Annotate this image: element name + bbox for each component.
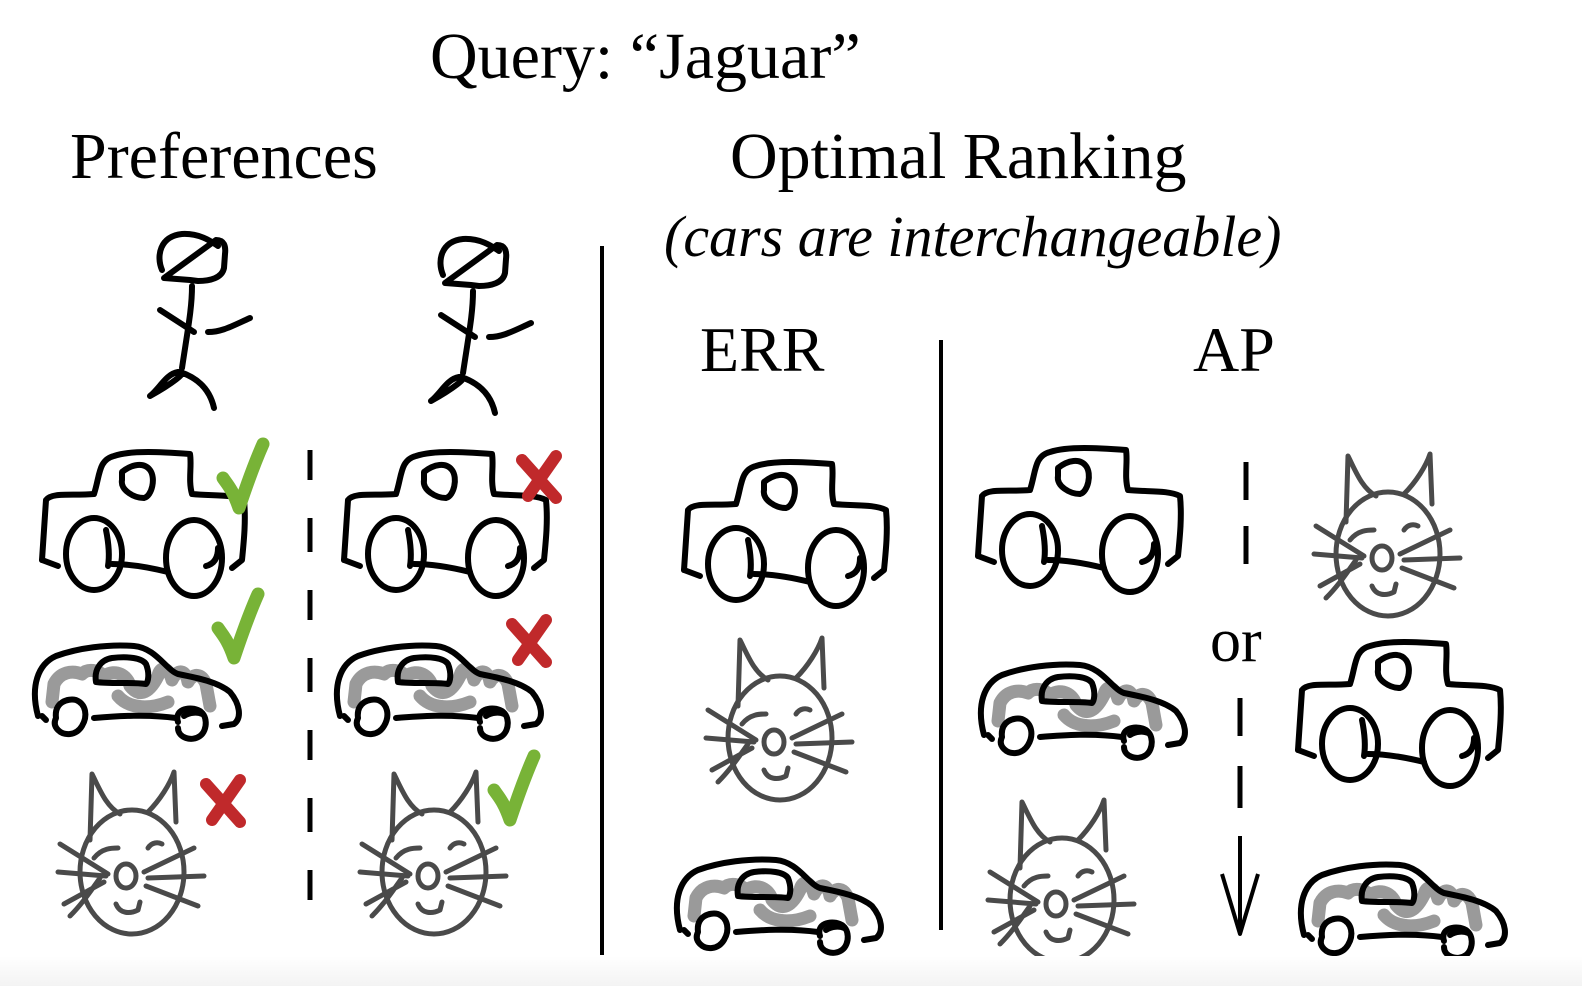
optimal-ranking-subtitle: (cars are interchangeable) xyxy=(664,204,1282,269)
user-2-jeep-cross-icon xyxy=(522,456,556,498)
user-1-jeep-check-icon xyxy=(223,444,263,508)
user-1-sedan-car-icon xyxy=(35,645,239,738)
or-label: or xyxy=(1210,607,1262,675)
ap-a-rank-1-jeep-car-icon xyxy=(978,448,1181,592)
err-rank-3-sedan-car-icon xyxy=(677,859,881,952)
user-1-cat-icon xyxy=(58,772,204,934)
ap-a-rank-3-cat-icon xyxy=(988,800,1134,962)
user-2-cat-icon xyxy=(360,772,506,934)
err-rank-2-cat-icon xyxy=(706,638,852,800)
ap-heading: AP xyxy=(1193,314,1275,385)
ap-b-rank-1-cat-icon xyxy=(1314,454,1460,616)
optimal-ranking-heading: Optimal Ranking xyxy=(730,120,1187,193)
user-2-sedan-cross-icon xyxy=(512,620,546,662)
user-1-cat-cross-icon xyxy=(206,780,240,822)
user-2-cat-check-icon xyxy=(494,756,534,820)
user-1-jeep-car-icon xyxy=(42,452,245,596)
query-title: Query: “Jaguar” xyxy=(430,20,861,93)
ap-rank-order-arrow-icon xyxy=(1220,462,1260,936)
err-heading: ERR xyxy=(700,314,825,385)
user-2-sedan-car-icon xyxy=(337,645,541,738)
preferences-heading: Preferences xyxy=(70,120,378,193)
ap-b-rank-3-sedan-car-icon xyxy=(1301,864,1505,957)
user-1-stick-figure-icon xyxy=(150,234,250,408)
err-rank-1-jeep-car-icon xyxy=(684,462,887,606)
user-2-stick-figure-icon xyxy=(431,239,531,413)
user-2-jeep-car-icon xyxy=(344,452,547,596)
ap-a-rank-2-sedan-car-icon xyxy=(981,664,1185,757)
ap-b-rank-2-jeep-car-icon xyxy=(1298,642,1501,786)
bottom-edge xyxy=(0,956,1582,986)
user-1-sedan-check-icon xyxy=(218,594,258,658)
